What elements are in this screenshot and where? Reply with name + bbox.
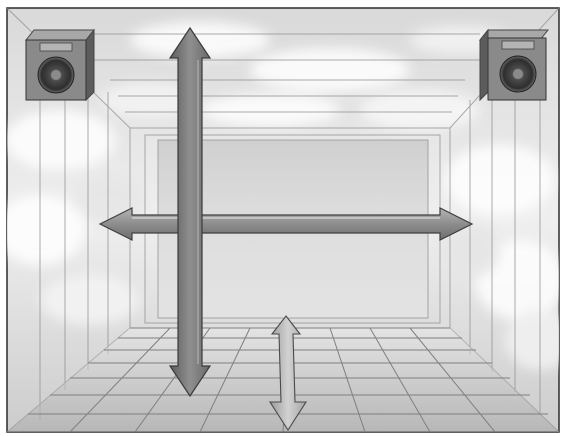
right-speaker <box>480 30 548 100</box>
left-speaker <box>26 30 94 100</box>
speaker-badge <box>40 43 72 51</box>
speaker-badge <box>502 41 534 49</box>
